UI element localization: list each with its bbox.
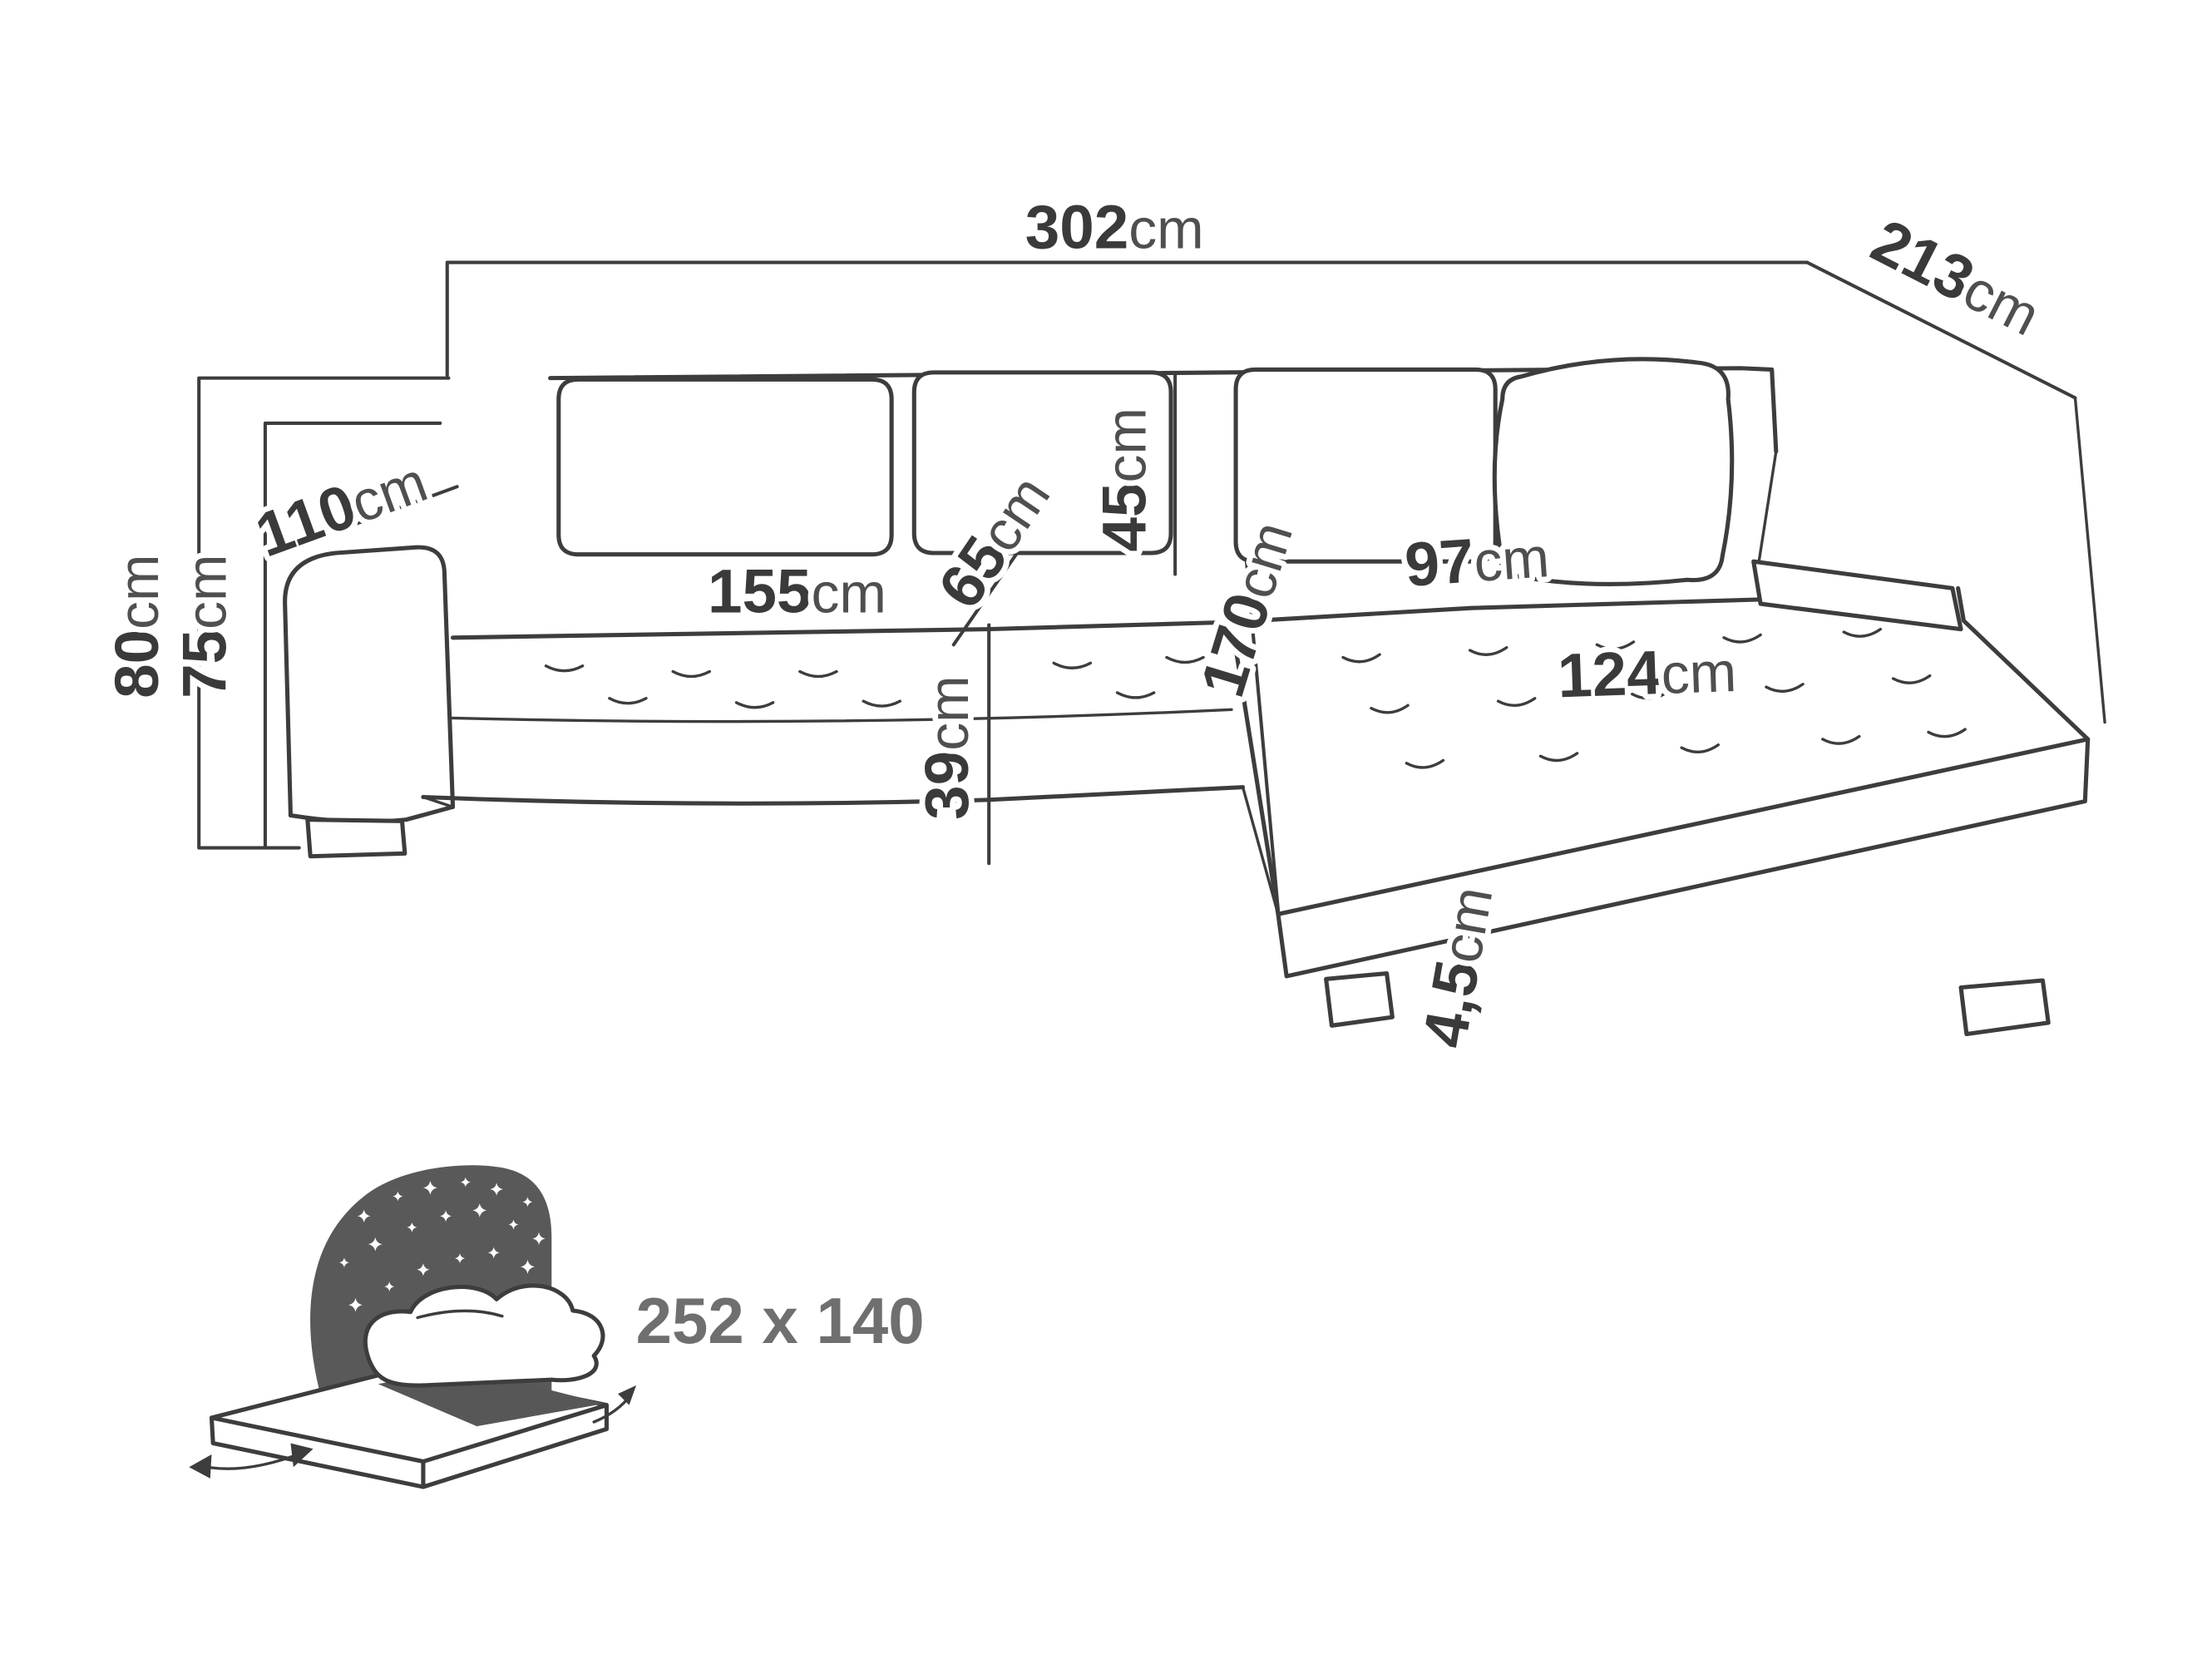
- label-chaise-length: 170cm: [1187, 513, 1306, 704]
- dimension-labels: 302cm 213cm 110cm 80cm 75cm 155cm 65cm 4…: [96, 186, 2055, 1059]
- tuft-marks-chaise: [1341, 627, 1967, 769]
- label-chaise-width-seat: 124cm: [1557, 634, 1738, 710]
- seat-front-top-edge: [451, 620, 1234, 640]
- sofa-foot-left: [305, 817, 407, 859]
- seat-front-bottom-edge: [421, 785, 1246, 806]
- back-cushion-2: [911, 370, 1173, 555]
- chaise-armrest-right: [1751, 559, 1963, 632]
- sofa-drawing: [283, 357, 2091, 1037]
- label-backrest-height: 45cm: [1089, 407, 1159, 551]
- sofa-armrest-left: [283, 545, 456, 818]
- seat-right-connector: [1241, 785, 1280, 916]
- bed-pillow: [363, 1283, 605, 1388]
- label-seat-width: 155cm: [708, 555, 886, 625]
- back-cushion-3: [1233, 367, 1498, 564]
- sleeping-area-label: 252 x 140: [636, 1284, 925, 1357]
- dim-height-75-line: [263, 421, 442, 850]
- dim-depth-total-line: [1805, 260, 2077, 400]
- chaise-foot-left: [1324, 970, 1395, 1028]
- unfold-arrow-left-head2: [290, 1443, 314, 1468]
- unfold-arrow-right-head: [618, 1385, 637, 1405]
- seat-cushion-seam: [450, 708, 1233, 723]
- label-chaise-width-top: 97cm: [1403, 520, 1552, 600]
- sleeping-function-icon: 252 x 140: [189, 1165, 925, 1489]
- dim-110-line: [274, 485, 459, 555]
- unfold-arrow-left-curve: [199, 1451, 304, 1470]
- chaise-top-edge: [1229, 597, 1760, 625]
- label-leg-height: 4,5cm: [1409, 881, 1505, 1053]
- label-seat-height: 39cm: [911, 675, 981, 819]
- decor-pillow: [1492, 357, 1735, 586]
- chaise-foot-right: [1958, 978, 2051, 1037]
- label-depth-total: 213cm: [1861, 205, 2052, 348]
- sofa-back-corner-line: [1757, 450, 1778, 562]
- dim-width-total-line: [445, 260, 1810, 378]
- label-height-total: 80cm: [101, 554, 171, 698]
- back-cushion-1: [556, 377, 894, 557]
- dim-depth-extension-line: [2073, 396, 2106, 724]
- tuft-marks-seat: [544, 655, 1205, 709]
- dim-height-80-line: [197, 376, 451, 850]
- label-height-arm: 75cm: [169, 554, 239, 698]
- seat-left-connector: [422, 795, 455, 809]
- bed-pillow-fold: [416, 1309, 504, 1320]
- label-width-total: 302cm: [1025, 192, 1204, 262]
- chaise-front-face: [1276, 737, 2091, 979]
- bed-mattress-sides: [209, 1403, 610, 1489]
- unfold-arrow-left-head: [189, 1454, 212, 1479]
